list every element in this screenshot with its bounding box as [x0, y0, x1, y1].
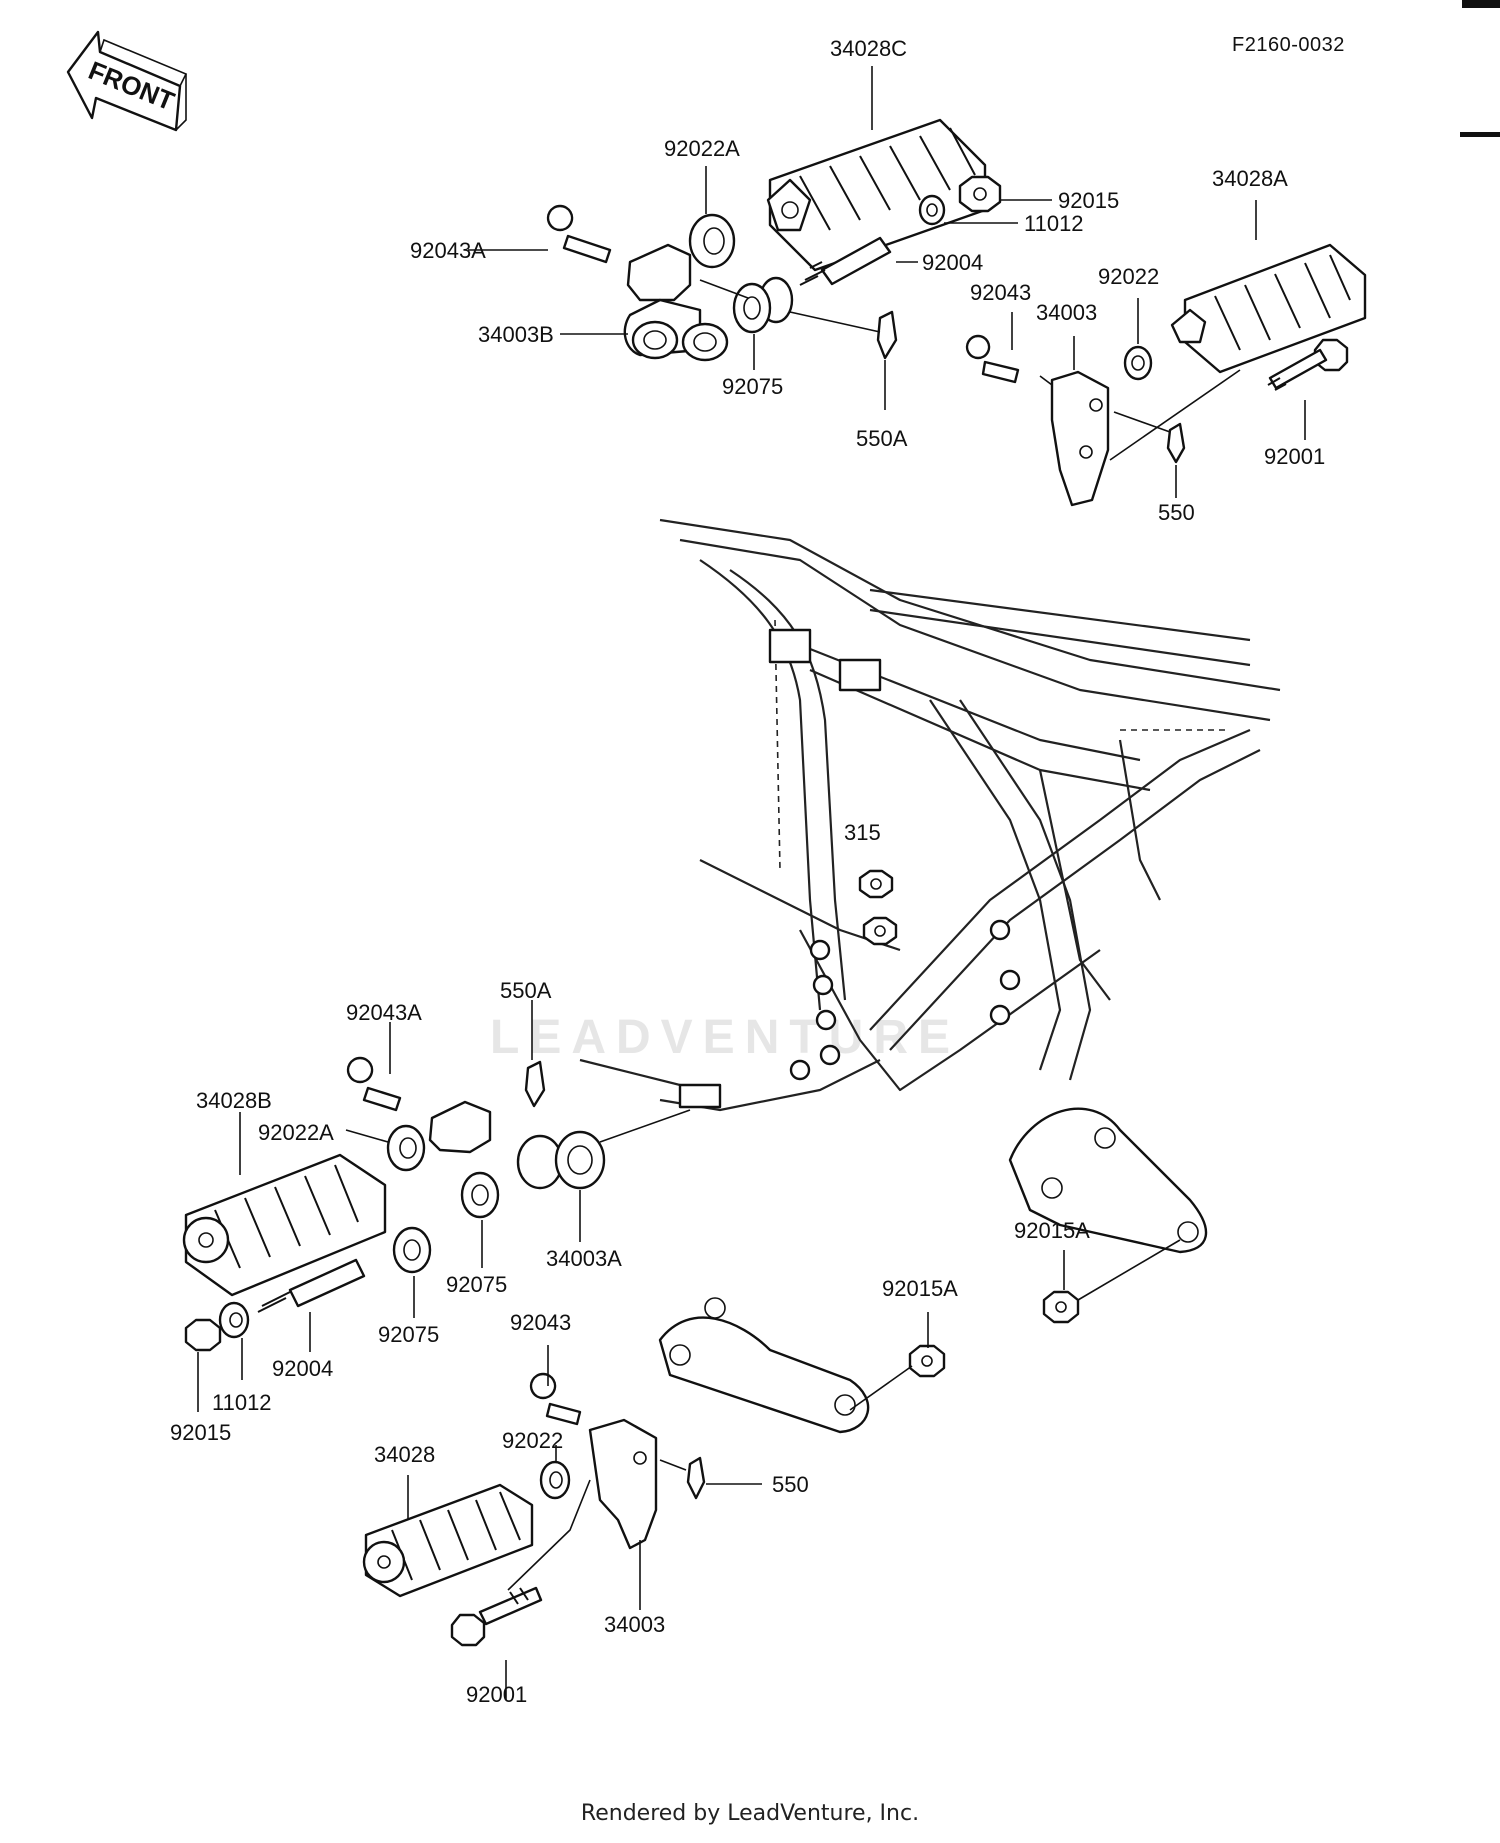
upper-left-footpeg-assembly — [468, 66, 1052, 410]
edge-tab-rule — [1460, 132, 1500, 137]
callout-92004-upper: 92004 — [922, 250, 983, 275]
callout-550-upper: 550 — [1158, 500, 1195, 525]
callout-92022-lower: 92022 — [502, 1428, 563, 1453]
callout-92043-lower: 92043 — [510, 1310, 571, 1335]
callout-92022A-upper: 92022A — [664, 136, 740, 161]
callout-92022-upper: 92022 — [1098, 264, 1159, 289]
callout-550A-upper: 550A — [856, 426, 908, 451]
upper-right-footpeg-assembly — [965, 200, 1367, 507]
callout-92075-upper: 92075 — [722, 374, 783, 399]
callout-34028B: 34028B — [196, 1088, 272, 1113]
callout-92043A-upper: 92043A — [410, 238, 486, 263]
callout-34028C: 34028C — [830, 36, 907, 61]
motorcycle-frame — [579, 518, 1281, 1112]
callout-92075-lower-a: 92075 — [446, 1272, 507, 1297]
callout-34028: 34028 — [374, 1442, 435, 1467]
callout-550-lower: 550 — [772, 1472, 809, 1497]
callout-92015A-center: 92015A — [882, 1276, 958, 1301]
nuts-315 — [858, 869, 898, 946]
callout-92001-lower: 92001 — [466, 1682, 527, 1707]
callout-92043-upper: 92043 — [970, 280, 1031, 305]
callout-315: 315 — [844, 820, 881, 845]
figure-code: F2160-0032 — [1232, 34, 1345, 56]
lower-right-footpeg-assembly — [362, 1107, 1208, 1700]
lower-left-footpeg-assembly — [182, 1000, 691, 1412]
callout-92015-lower: 92015 — [170, 1420, 231, 1445]
rendered-by-footer: Rendered by LeadVenture, Inc. — [580, 1801, 920, 1826]
page-edge-tab — [1460, 0, 1500, 1843]
callout-92043A-lower: 92043A — [346, 1000, 422, 1025]
callout-11012-upper: 11012 — [1024, 211, 1084, 236]
callout-34028A: 34028A — [1212, 166, 1288, 191]
front-arrow-icon: FRONT — [66, 30, 188, 132]
callout-550A-lower: 550A — [500, 978, 552, 1003]
callout-34003A: 34003A — [546, 1246, 622, 1271]
callout-92015A-right: 92015A — [1014, 1218, 1090, 1243]
callout-92015-upper: 92015 — [1058, 188, 1119, 213]
callout-34003B: 34003B — [478, 322, 554, 347]
callout-34003-upper: 34003 — [1036, 300, 1097, 325]
callout-92004-lower: 92004 — [272, 1356, 333, 1381]
callout-34003-lower: 34003 — [604, 1612, 665, 1637]
callout-11012-lower: 11012 — [212, 1390, 272, 1415]
callout-92075-lower-b: 92075 — [378, 1322, 439, 1347]
callout-92001-upper: 92001 — [1264, 444, 1325, 469]
edge-tab-top — [1462, 0, 1500, 8]
callout-92022A-lower: 92022A — [258, 1120, 334, 1145]
part-number-callouts: 34028C 92022A 92015 11012 92043A 92004 3… — [170, 36, 1325, 1707]
